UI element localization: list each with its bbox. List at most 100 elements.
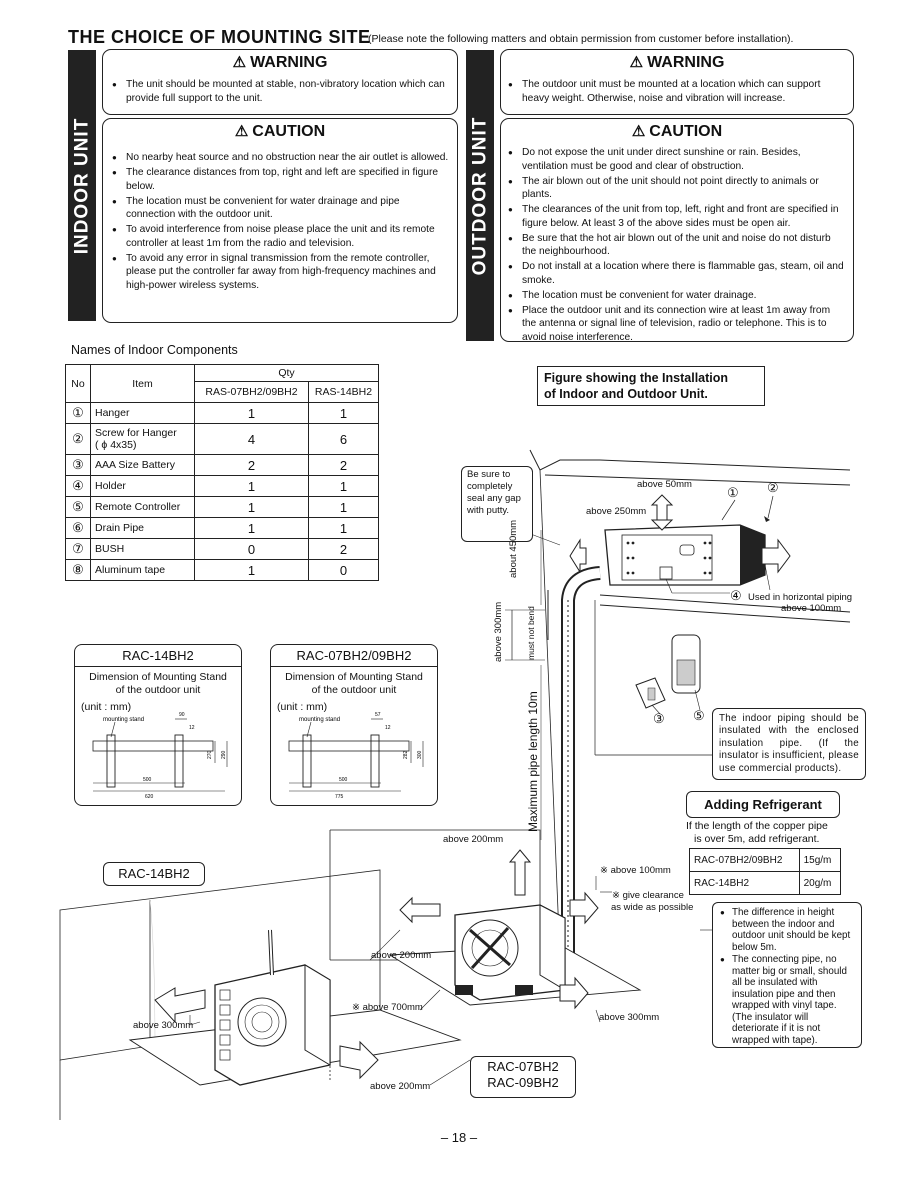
stand-mounting-label: mounting stand: [299, 717, 340, 723]
indoor-caution-item: The location must be convenient for wate…: [109, 195, 449, 222]
label-above-200-top: above 200mm: [443, 834, 504, 845]
indoor-caution-box: ⚠CAUTION No nearby heat source and no ob…: [102, 118, 458, 323]
height-note-item: The difference in height between the ind…: [717, 907, 857, 953]
stand-unit: (unit : mm): [277, 701, 328, 713]
indoor-caution-item: No nearby heat source and no obstruction…: [109, 151, 449, 165]
warning-triangle-icon: ⚠: [629, 54, 644, 71]
refrigerant-desc-line2: is over 5m, add refrigerant.: [694, 833, 820, 845]
label-above-700: ※ above 700mm: [352, 1002, 423, 1013]
label-as-wide-as-possible: as wide as possible: [611, 902, 694, 913]
label-give-clearance: ※ give clearance: [612, 890, 684, 901]
dim-top: 90: [179, 712, 185, 718]
indoor-warning-title: WARNING: [250, 54, 328, 71]
outdoor-caution-heading: ⚠CAUTION: [501, 122, 853, 141]
row-item: BUSH: [90, 538, 195, 560]
dim-h2: 290: [221, 750, 227, 759]
label-above-200-left: above 200mm: [371, 950, 432, 961]
row-no: ②: [65, 423, 91, 455]
dim-w1: 500: [339, 777, 348, 783]
warning-triangle-icon: ⚠: [232, 54, 247, 71]
dim-h1: 282: [403, 750, 409, 759]
adding-refrigerant-title: Adding Refrigerant: [686, 791, 840, 818]
indoor-caution-item: To avoid any error in signal transmissio…: [109, 252, 449, 293]
outdoor-caution-item: Do not install at a location where there…: [505, 260, 847, 287]
label-above-300-vertical: above 300mm: [493, 601, 504, 662]
label-above-100: above 100mm: [781, 603, 842, 614]
refrigerant-amount: 20g/m: [798, 871, 842, 895]
label-max-pipe-length: Maximum pipe length 10m: [526, 691, 540, 832]
label-about-450: about 450mm: [508, 519, 519, 578]
stand-box-rac14: RAC-14BH2 Dimension of Mounting Stand of…: [74, 644, 242, 806]
dim-w2: 620: [145, 794, 154, 800]
putty-note: Be sure to completely seal any gap with …: [461, 466, 533, 542]
stand-line2: of the outdoor unit: [115, 684, 201, 696]
refrigerant-description: If the length of the copper pipe is over…: [686, 820, 828, 846]
outdoor-unit-sidebar: OUTDOOR UNIT: [466, 50, 494, 341]
indoor-caution-heading: ⚠CAUTION: [103, 122, 457, 141]
label-holder-usage: Used in horizontal piping: [748, 592, 853, 603]
model-rac09: RAC-09BH2: [487, 1075, 559, 1090]
row-item: Drain Pipe: [90, 517, 195, 539]
row-item: AAA Size Battery: [90, 454, 195, 476]
outdoor-caution-item: Do not expose the unit under direct suns…: [505, 146, 847, 173]
outdoor-caution-item: Be sure that the hot air blown out of th…: [505, 232, 847, 259]
row-no: ⑧: [65, 559, 91, 581]
outdoor-caution-item: The location must be convenient for wate…: [505, 289, 847, 303]
label-above-100-outdoor: ※ above 100mm: [600, 865, 671, 876]
col-item-header: Item: [90, 364, 195, 403]
refrigerant-desc-line1: If the length of the copper pipe: [686, 820, 828, 832]
indoor-warning-item: The unit should be mounted at stable, no…: [109, 78, 447, 105]
outdoor-caution-box: ⚠CAUTION Do not expose the unit under di…: [500, 118, 854, 343]
model-label-rac14: RAC-14BH2: [103, 862, 205, 886]
figure-title-line2: of Indoor and Outdoor Unit.: [544, 387, 708, 401]
dim-small: 12: [189, 725, 195, 731]
model-rac07: RAC-07BH2: [487, 1059, 559, 1074]
indoor-warning-box: ⚠WARNING The unit should be mounted at s…: [102, 49, 458, 115]
height-note-box: The difference in height between the ind…: [712, 902, 862, 1048]
indoor-caution-title: CAUTION: [252, 123, 326, 140]
callout-4: ④: [730, 588, 742, 603]
stand-line1: Dimension of Mounting Stand: [89, 671, 227, 683]
outdoor-caution-title: CAUTION: [649, 123, 723, 140]
outdoor-warning-title: WARNING: [647, 54, 725, 71]
outdoor-warning-item: The outdoor unit must be mounted at a lo…: [505, 78, 845, 105]
row-qty-b: 0: [308, 559, 379, 581]
stand-diagram-rac14: mounting stand 90 12 270 290 500 620: [92, 712, 228, 800]
indoor-caution-item: To avoid interference from noise please …: [109, 223, 449, 250]
stand-line2: of the outdoor unit: [311, 684, 397, 696]
height-note-item: The connecting pipe, no matter big or sm…: [717, 954, 857, 1046]
callout-3: ③: [653, 711, 665, 726]
outdoor-warning-box: ⚠WARNING The outdoor unit must be mounte…: [500, 49, 854, 115]
row-item: Screw for Hanger( ϕ 4x35): [90, 423, 195, 455]
dim-w1: 500: [143, 777, 152, 783]
dim-small: 12: [385, 725, 391, 731]
model-label-rac07-09: RAC-07BH2 RAC-09BH2: [470, 1056, 576, 1098]
page-number: – 18 –: [440, 1130, 478, 1145]
figure-title-line1: Figure showing the Installation: [544, 371, 729, 385]
refrigerant-model: RAC-07BH2/09BH2: [689, 848, 800, 872]
label-above-300-left: above 300mm: [133, 1020, 194, 1031]
callout-5: ⑤: [693, 708, 705, 723]
indoor-unit-sidebar: INDOOR UNIT: [68, 50, 96, 321]
dim-h1: 270: [207, 750, 213, 759]
outdoor-caution-item: The clearances of the unit from top, lef…: [505, 203, 847, 230]
components-header-row: No Item Qty: [65, 364, 379, 403]
stand-model: RAC-07BH2/09BH2: [271, 645, 437, 667]
label-must-not-bend: must not bend: [526, 606, 536, 660]
label-above-250: above 250mm: [586, 506, 647, 517]
refrigerant-amount: 15g/m: [798, 848, 842, 872]
row-item-line1: Screw for Hanger: [95, 427, 177, 439]
dim-top: 57: [375, 712, 381, 718]
row-item-line2: ( ϕ 4x35): [95, 439, 137, 451]
label-above-300-right: above 300mm: [599, 1012, 660, 1023]
outdoor-caution-item: The air blown out of the unit should not…: [505, 175, 847, 202]
stand-mounting-label: mounting stand: [103, 717, 144, 723]
label-above-200-bottom: above 200mm: [370, 1081, 431, 1092]
stand-box-rac07: RAC-07BH2/09BH2 Dimension of Mounting St…: [270, 644, 438, 806]
